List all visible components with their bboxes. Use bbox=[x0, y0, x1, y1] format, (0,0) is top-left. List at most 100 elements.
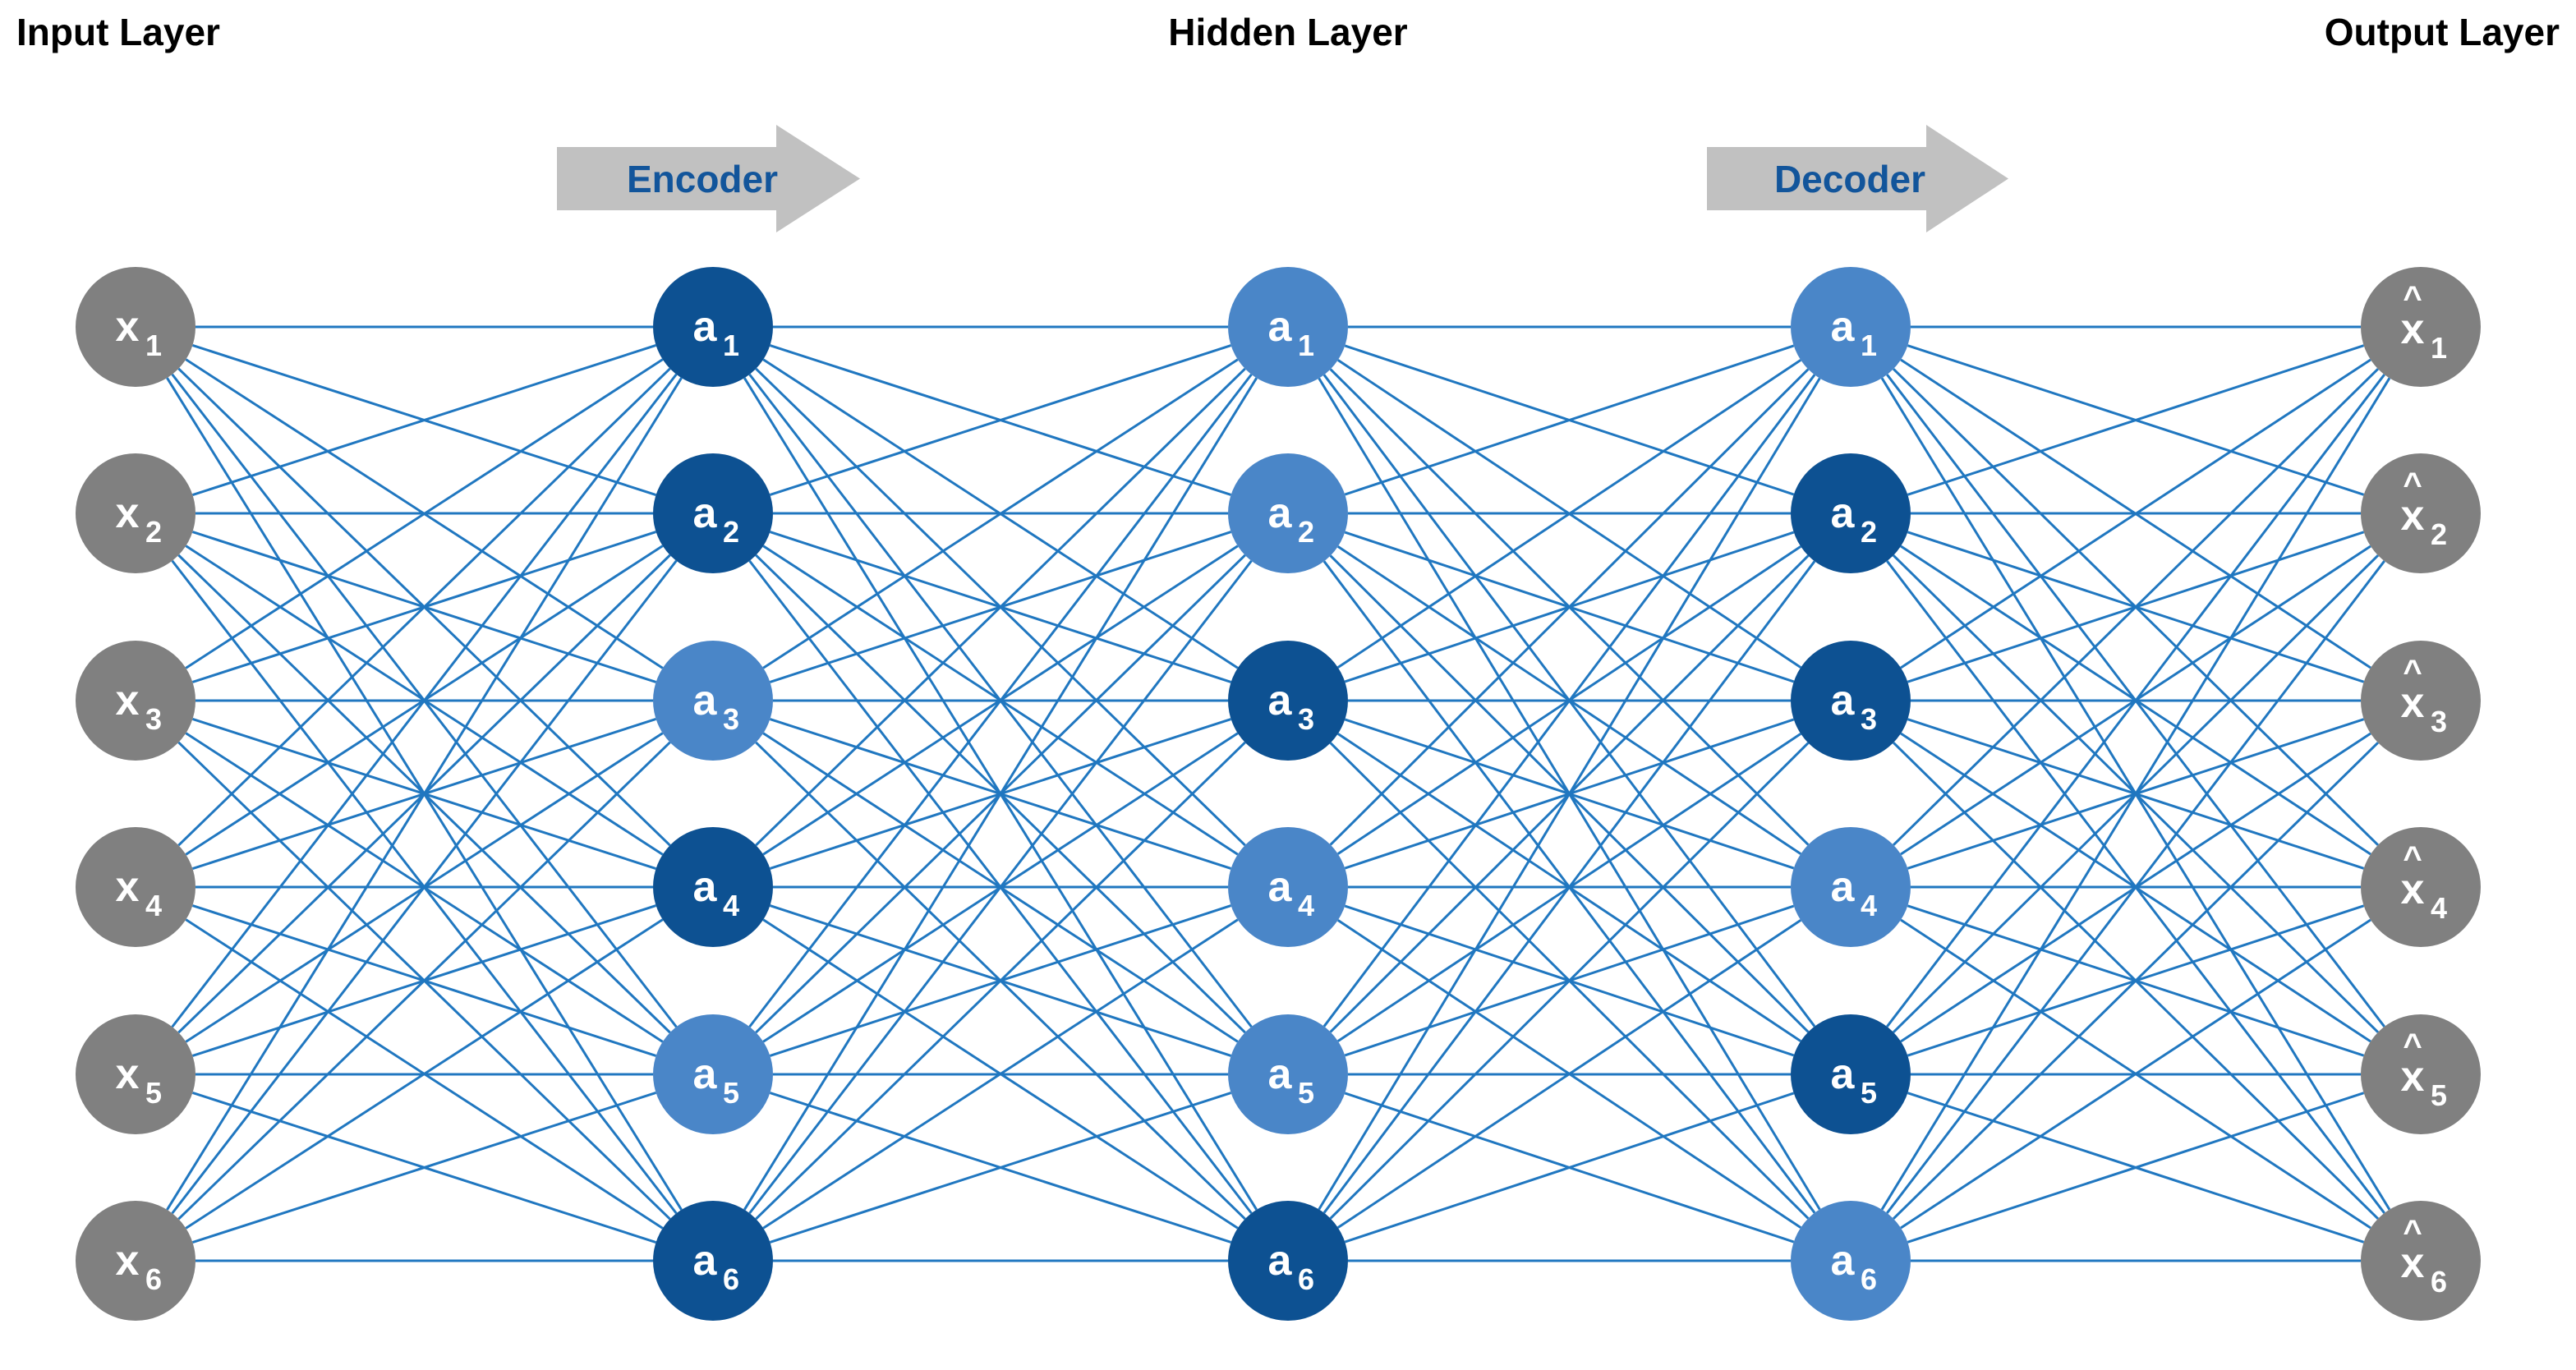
node-label: x bbox=[116, 490, 140, 537]
node-circle bbox=[653, 641, 773, 761]
connection-edge bbox=[1336, 919, 1802, 1229]
node-subscript: 1 bbox=[2431, 331, 2447, 365]
arrows-group: Encoder Decoder bbox=[557, 125, 2008, 232]
connection-edge bbox=[1322, 560, 1816, 1214]
arrow-shape-icon bbox=[1707, 125, 2008, 232]
connection-edge bbox=[1893, 368, 2379, 846]
node-circle bbox=[1791, 827, 1911, 947]
node-label: a bbox=[693, 677, 718, 724]
connection-edge bbox=[171, 559, 678, 1215]
node-subscript: 5 bbox=[723, 1076, 739, 1110]
node-label: a bbox=[1831, 303, 1856, 351]
node-circle bbox=[1228, 1201, 1348, 1321]
node-circle bbox=[76, 641, 196, 761]
connection-edge bbox=[1329, 742, 1810, 1220]
node-circle bbox=[2361, 453, 2481, 573]
connection-edge bbox=[192, 344, 656, 496]
node-label: a bbox=[1268, 490, 1293, 537]
node-subscript: 4 bbox=[1861, 889, 1877, 922]
node-label: x bbox=[2401, 306, 2425, 353]
node-subscript: 1 bbox=[1861, 329, 1877, 362]
node-label: a bbox=[1268, 1050, 1293, 1098]
connection-edge bbox=[1886, 374, 2385, 1028]
node-label: a bbox=[693, 1237, 718, 1285]
node-label: a bbox=[1831, 490, 1856, 537]
connection-edge bbox=[1886, 560, 2385, 1214]
node-label: x bbox=[2401, 492, 2425, 540]
arrow-label: Decoder bbox=[1774, 158, 1925, 200]
connection-edge bbox=[192, 1092, 656, 1244]
node-hat-accent: ^ bbox=[2403, 1028, 2422, 1064]
node-subscript: 4 bbox=[1298, 889, 1314, 922]
connection-edge bbox=[1907, 344, 2365, 496]
node-label: a bbox=[1831, 1050, 1856, 1098]
node-subscript: 6 bbox=[2431, 1265, 2447, 1299]
node-circle bbox=[2361, 1014, 2481, 1134]
connection-edge bbox=[1900, 358, 2371, 669]
node-circle bbox=[653, 453, 773, 573]
node-label: x bbox=[116, 303, 140, 351]
node-circle bbox=[2361, 641, 2481, 761]
node-circle bbox=[1228, 827, 1348, 947]
hidden-layer-label: Hidden Layer bbox=[1168, 11, 1408, 53]
node-circle bbox=[76, 267, 196, 387]
node-subscript: 1 bbox=[145, 329, 162, 362]
node-hat-accent: ^ bbox=[2403, 1214, 2422, 1250]
node-circle bbox=[653, 827, 773, 947]
connection-edge bbox=[769, 1092, 1232, 1244]
node-hat-accent: ^ bbox=[2403, 654, 2422, 690]
node-label: x bbox=[116, 863, 140, 911]
connection-edge bbox=[185, 358, 664, 669]
arrow-shape-icon bbox=[557, 125, 860, 232]
node-subscript: 2 bbox=[145, 515, 162, 549]
connection-edge bbox=[748, 559, 1253, 1215]
node-label: a bbox=[1831, 1237, 1856, 1285]
node-label: a bbox=[1268, 303, 1293, 351]
connection-edge bbox=[1329, 368, 1810, 846]
encoder-arrow: Encoder bbox=[557, 125, 860, 232]
node-subscript: 3 bbox=[1298, 702, 1314, 736]
connection-edge bbox=[762, 358, 1239, 669]
node-circle bbox=[76, 453, 196, 573]
node-label: x bbox=[2401, 1053, 2425, 1101]
node-circle bbox=[1228, 267, 1348, 387]
node-subscript: 2 bbox=[1298, 515, 1314, 549]
connection-edge bbox=[1907, 1092, 2365, 1244]
node-subscript: 1 bbox=[1298, 329, 1314, 362]
node-subscript: 6 bbox=[145, 1262, 162, 1296]
node-subscript: 5 bbox=[145, 1076, 162, 1110]
